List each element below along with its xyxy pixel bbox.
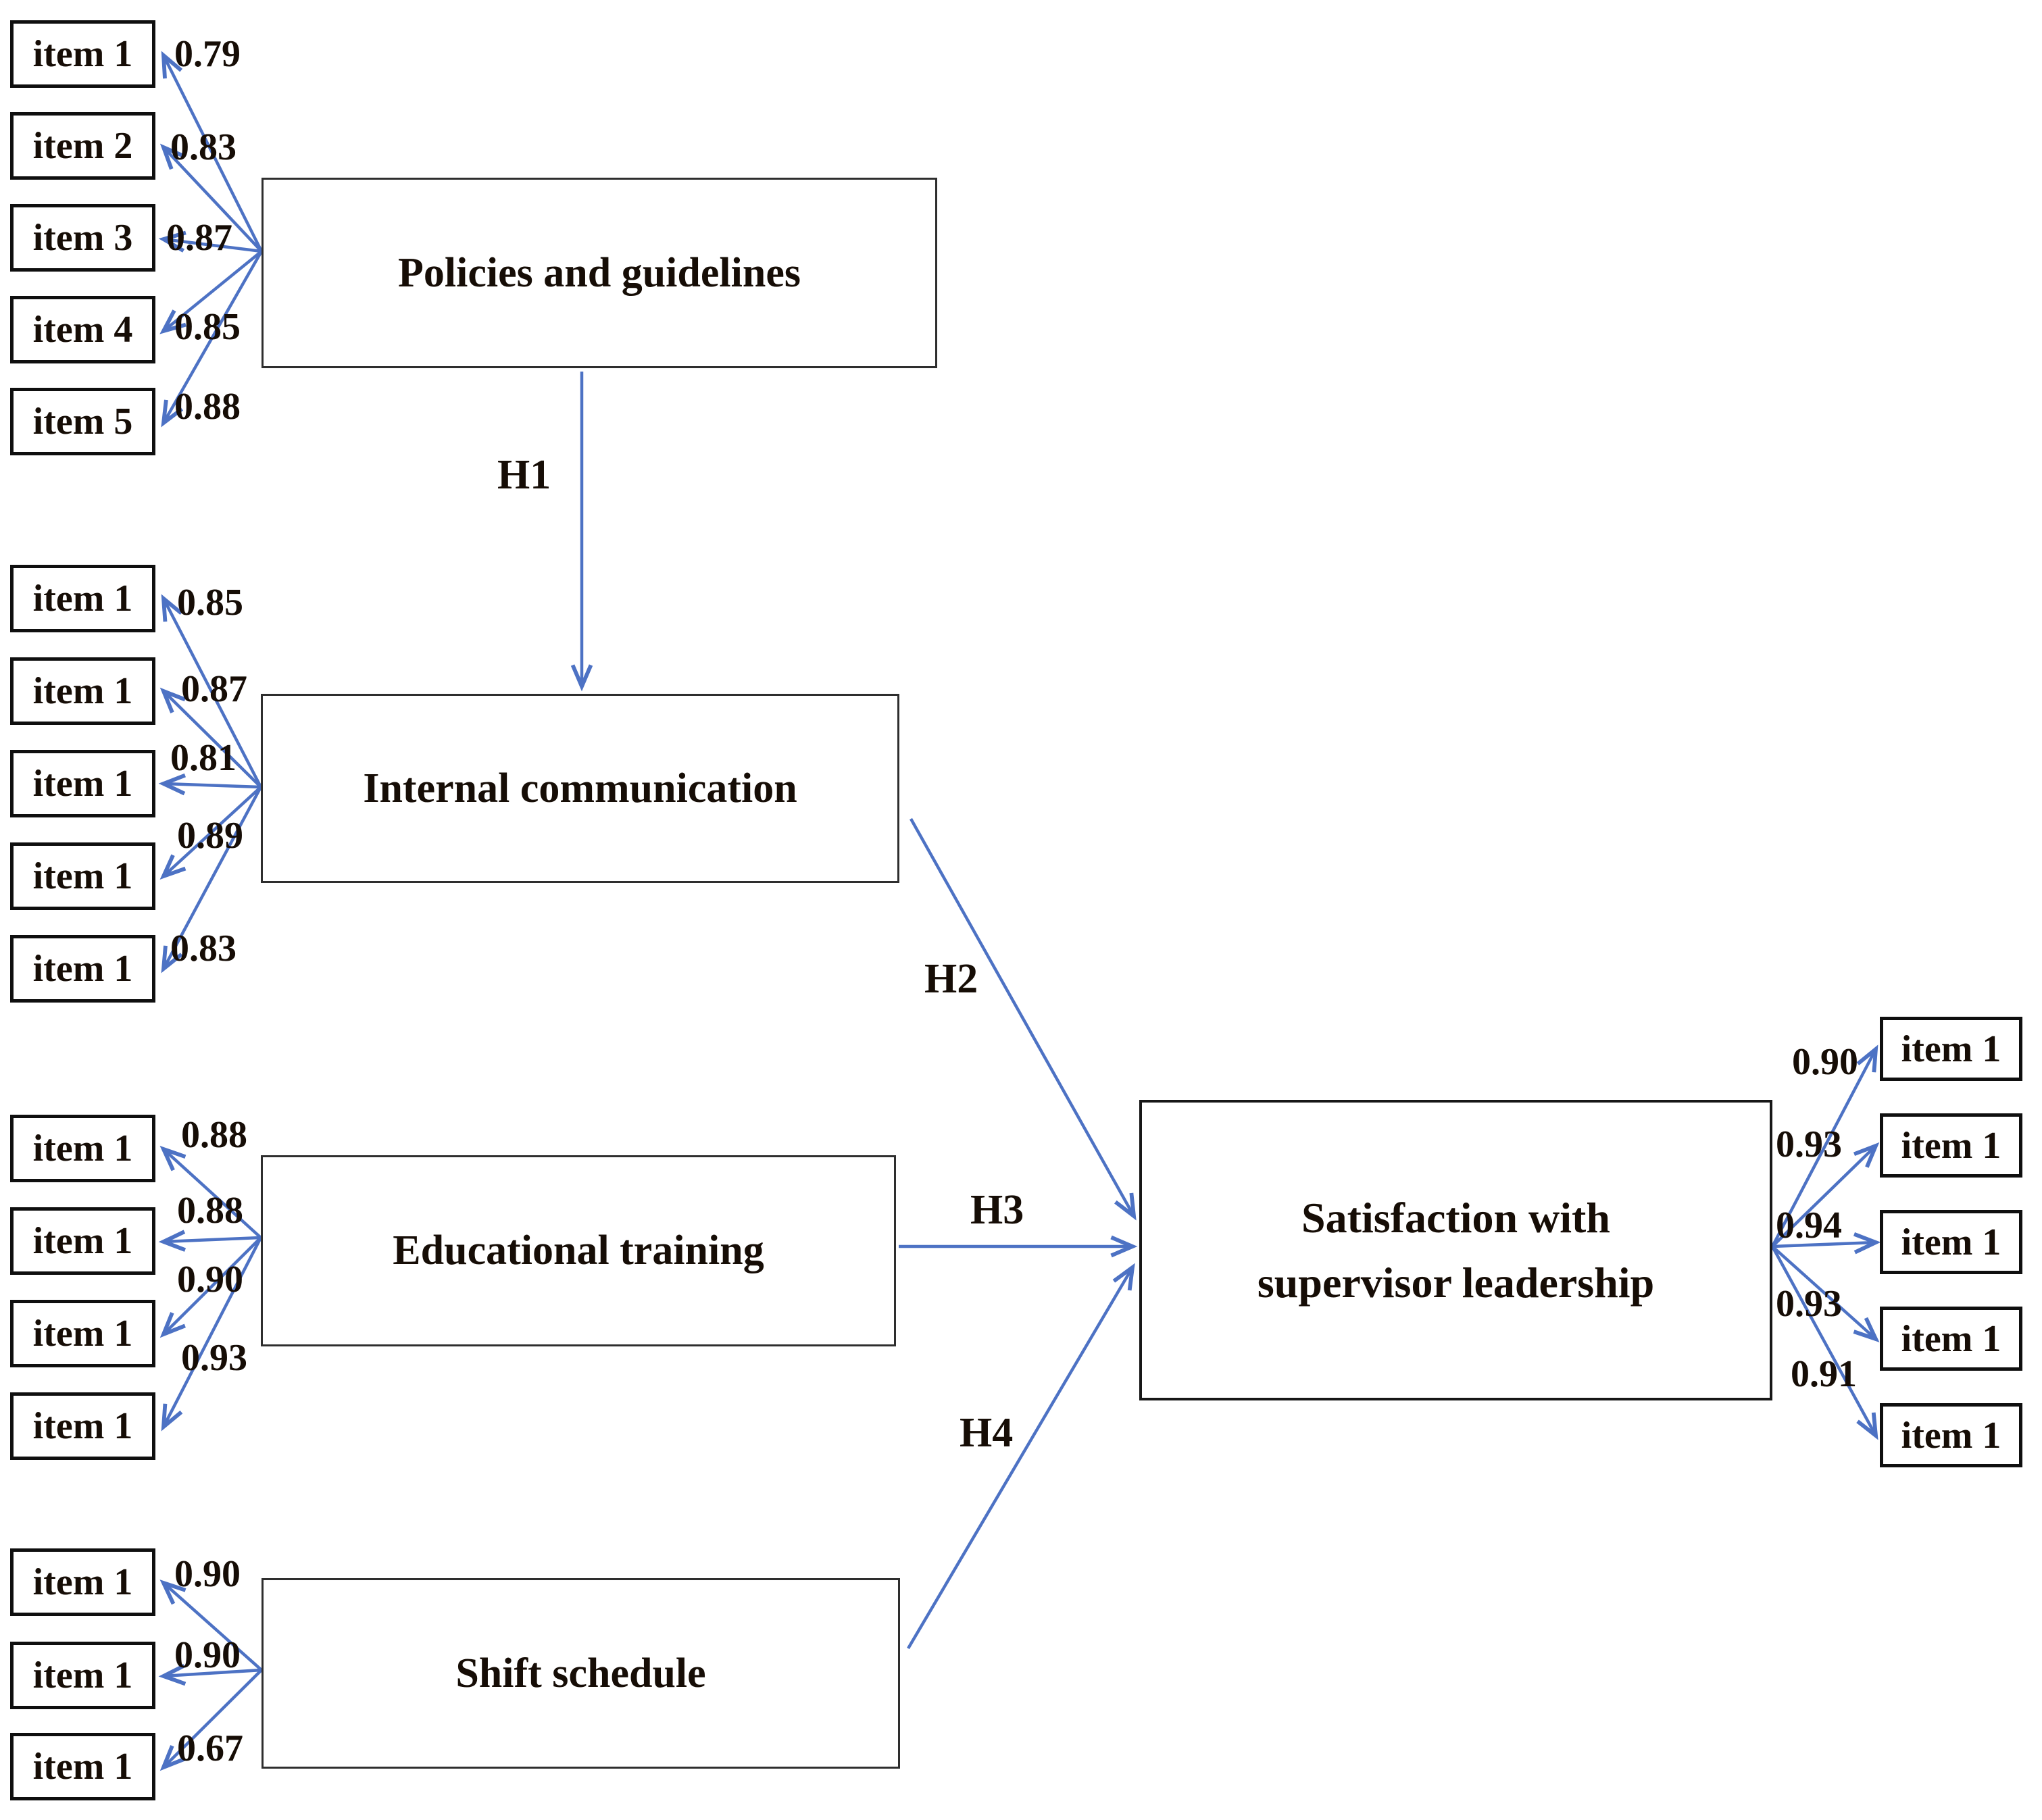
loading-arrow — [159, 1669, 263, 1771]
construct-title: Educational training — [393, 1228, 764, 1273]
loading-value: 0.88 — [181, 1114, 247, 1156]
loading-value: 0.90 — [177, 1259, 243, 1300]
indicator-box: item 3 — [10, 204, 155, 272]
loading-value: 0.93 — [1776, 1123, 1842, 1165]
loading-value: 0.93 — [181, 1337, 247, 1379]
loading-value: 0.83 — [170, 928, 236, 969]
loading-value: 0.89 — [177, 815, 243, 857]
indicator-box: item 5 — [10, 388, 155, 455]
loading-arrow — [1771, 1245, 1880, 1342]
loading-value: 0.85 — [177, 582, 243, 624]
indicator-box: item 1 — [10, 842, 155, 910]
construct-title: Internal communication — [363, 765, 797, 811]
loading-arrow — [159, 786, 262, 880]
hypothesis-label-h1: H1 — [497, 452, 551, 498]
construct-title-line: supervisor leadership — [1257, 1258, 1655, 1307]
construct-internal-communication: Internal communication — [261, 694, 899, 883]
loading-value: 0.81 — [170, 737, 236, 779]
loading-arrow — [1771, 1142, 1880, 1248]
hypothesis-label-h3: H3 — [970, 1187, 1024, 1233]
indicator-box: item 1 — [10, 565, 155, 632]
indicator-box: item 1 — [1880, 1017, 2022, 1081]
hypothesis-label-h2: H2 — [924, 956, 978, 1002]
indicator-box: item 1 — [10, 20, 155, 88]
loading-arrow — [159, 143, 263, 253]
loading-arrow — [161, 786, 262, 974]
indicator-box: item 1 — [10, 1642, 155, 1709]
loading-arrow — [161, 51, 264, 253]
indicator-box: item 1 — [10, 1733, 155, 1800]
loading-arrow — [158, 773, 262, 796]
indicator-box: item 1 — [10, 1115, 155, 1182]
indicator-box: item 1 — [10, 1207, 155, 1275]
loading-value: 0.87 — [181, 668, 247, 710]
loading-arrow — [161, 594, 262, 788]
indicator-box: item 1 — [10, 750, 155, 817]
loading-arrow — [159, 250, 263, 334]
indicator-box: item 1 — [10, 1548, 155, 1616]
construct-title: Policies and guidelines — [398, 249, 801, 296]
loading-value: 0.93 — [1776, 1283, 1842, 1325]
hypothesis-arrow-h4 — [907, 1263, 1135, 1650]
construct-educational-training: Educational training — [261, 1155, 896, 1346]
construct-satisfaction-with-supervisor-leadership: Satisfaction with supervisor leadership — [1139, 1100, 1772, 1400]
loading-value: 0.85 — [174, 306, 241, 348]
loading-arrow — [158, 1230, 262, 1252]
indicator-box: item 1 — [10, 1392, 155, 1460]
loading-value: 0.91 — [1791, 1353, 1857, 1395]
construct-title-line: Satisfaction with — [1301, 1193, 1610, 1242]
loading-arrow — [158, 1663, 262, 1686]
loading-value: 0.90 — [174, 1553, 241, 1595]
indicator-box: item 1 — [1880, 1403, 2022, 1467]
loading-arrow — [1771, 1245, 1878, 1440]
loading-arrow — [159, 1236, 262, 1338]
indicator-box: item 1 — [10, 1300, 155, 1367]
loading-arrow — [161, 250, 263, 428]
loading-value: 0.87 — [166, 217, 232, 259]
loading-value: 0.90 — [174, 1634, 241, 1676]
indicator-box: item 2 — [10, 112, 155, 180]
loading-value: 0.90 — [1792, 1041, 1858, 1083]
loading-arrow — [158, 230, 262, 253]
construct-policies-and-guidelines: Policies and guidelines — [262, 178, 937, 368]
loading-value: 0.79 — [174, 33, 241, 75]
indicator-box: item 1 — [10, 657, 155, 725]
indicator-box: item 4 — [10, 296, 155, 363]
loading-value: 0.88 — [174, 386, 241, 428]
hypothesis-label-h4: H4 — [960, 1410, 1014, 1456]
hypothesis-arrow-h2 — [910, 817, 1137, 1221]
loading-arrow — [159, 687, 262, 788]
loading-value: 0.83 — [170, 126, 236, 168]
construct-shift-schedule: Shift schedule — [262, 1578, 900, 1769]
loading-value: 0.88 — [177, 1190, 243, 1232]
indicator-box: item 1 — [1880, 1307, 2022, 1371]
loading-value: 0.94 — [1776, 1205, 1842, 1246]
loading-arrow — [159, 1579, 263, 1671]
indicator-box: item 1 — [1880, 1113, 2022, 1178]
loading-arrow — [161, 1236, 263, 1432]
indicator-box: item 1 — [1880, 1210, 2022, 1274]
indicator-box: item 1 — [10, 935, 155, 1003]
loading-arrow — [1771, 1044, 1878, 1248]
construct-title: Shift schedule — [455, 1650, 706, 1696]
loading-arrow — [1772, 1232, 1881, 1255]
loading-value: 0.67 — [177, 1727, 243, 1769]
loading-arrow — [159, 1146, 262, 1239]
